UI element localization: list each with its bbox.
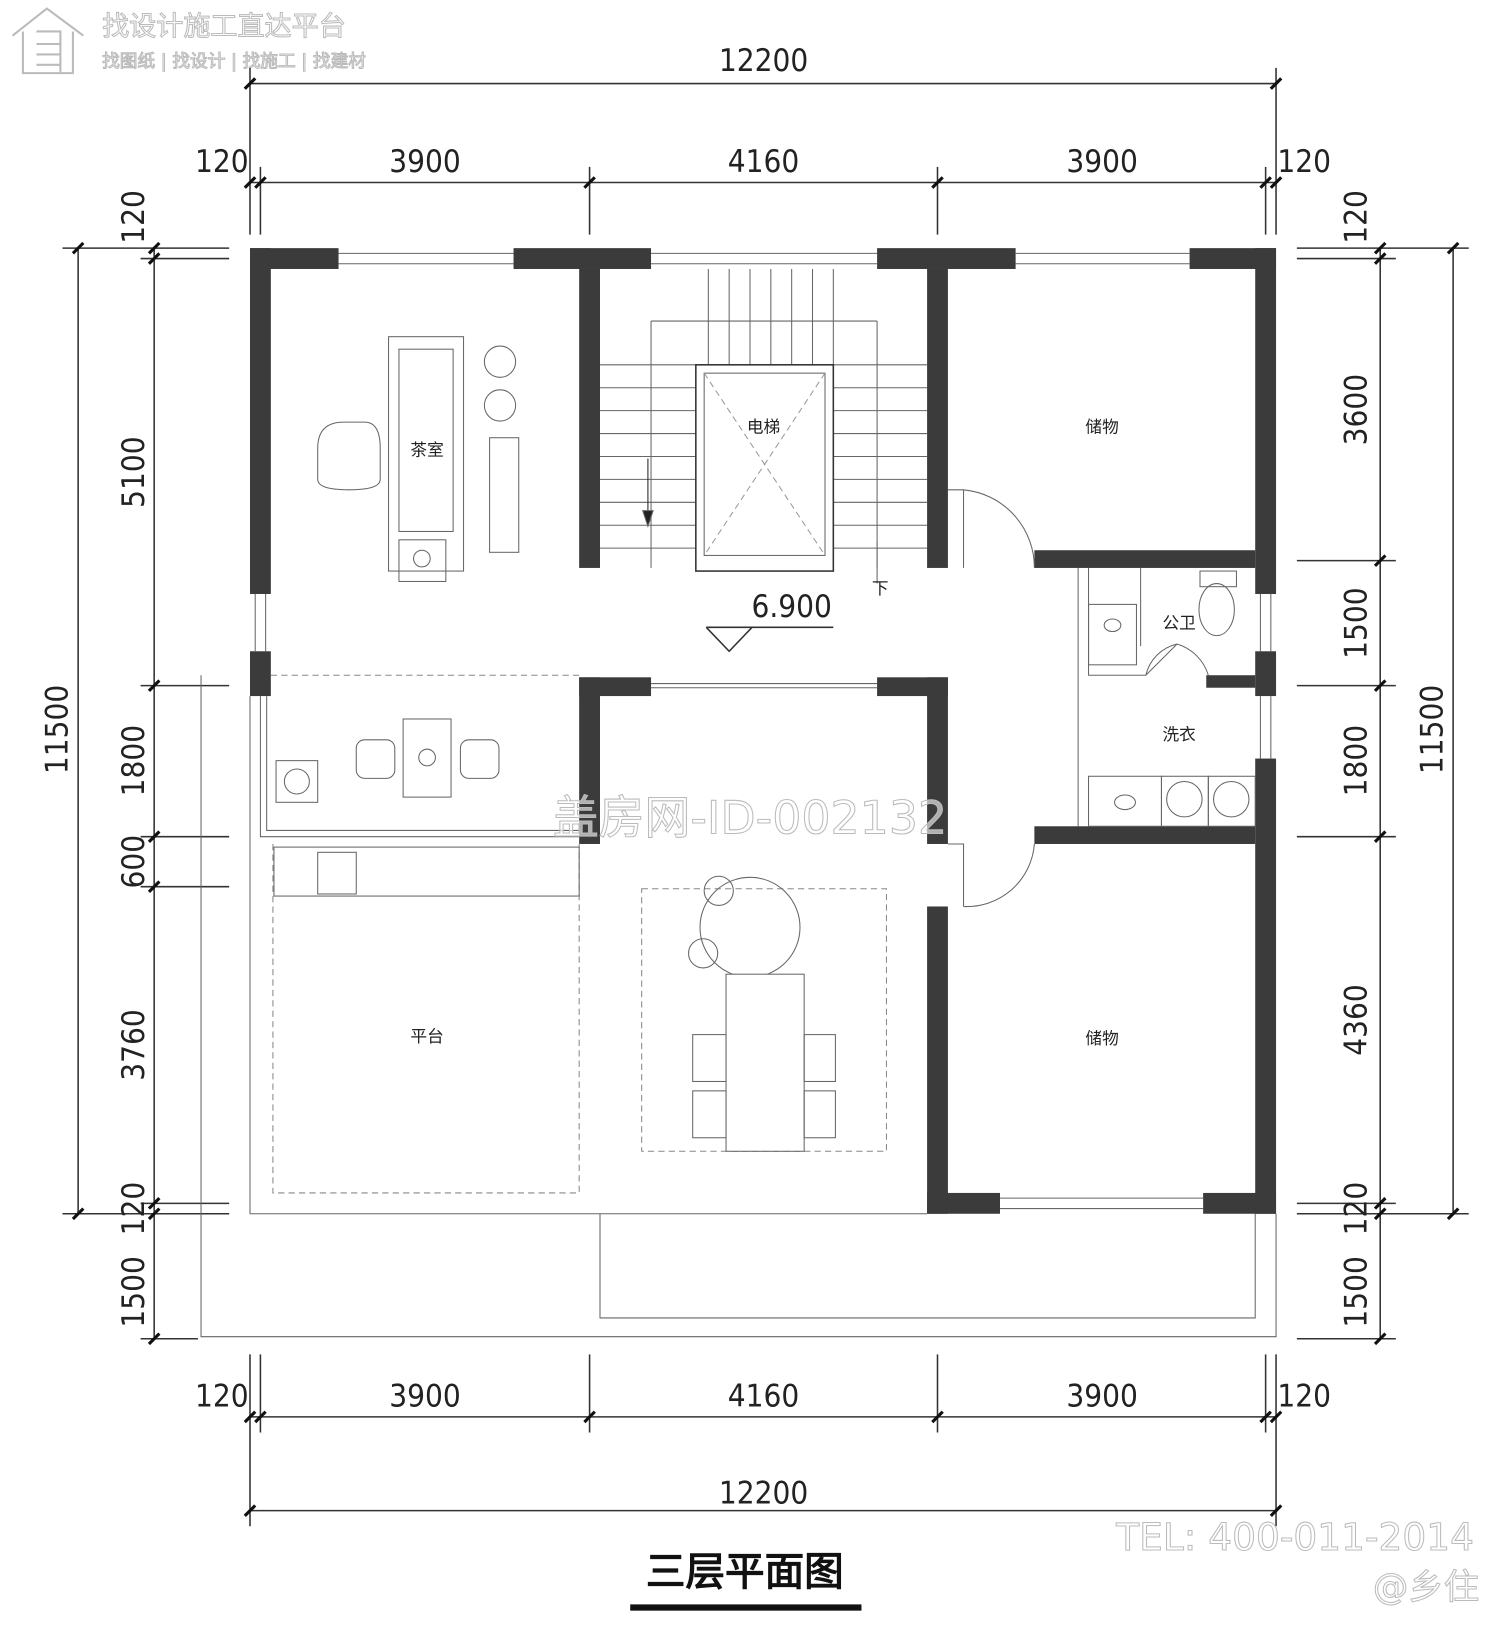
room-label-laundry: 洗衣 (1163, 725, 1197, 744)
drawing-title: 三层平面图 (630, 1550, 862, 1611)
room-label-public-wc: 公卫 (1163, 613, 1196, 632)
dim-top-0: 120 (195, 144, 249, 180)
dim-right-3: 1800 (1339, 725, 1375, 797)
dim-top-3: 3900 (1066, 144, 1137, 180)
room-label-storage-top: 储物 (1085, 418, 1118, 437)
dim-left-total: 11500 (40, 685, 76, 774)
staircase (600, 268, 928, 584)
stair-down-marker: 下 (872, 579, 889, 598)
furniture (273, 336, 1256, 1152)
logo-watermark: 找设计施工直达平台 找图纸 | 找设计 | 找施工 | 找建材 (11, 7, 366, 75)
room-labels: 茶室 电梯 储物 公卫 洗衣 平台 储物 下 (410, 418, 1196, 1048)
dim-top-2: 4160 (728, 144, 800, 180)
dimension-lines (62, 67, 1469, 1527)
dim-top-4: 120 (1277, 144, 1331, 180)
dim-bottom-4: 120 (1277, 1378, 1331, 1414)
dim-left-2: 1800 (116, 725, 152, 797)
dim-right-6: 1500 (1339, 1256, 1375, 1327)
dim-bottom-total: 12200 (719, 1475, 808, 1511)
dim-left-1: 5100 (116, 436, 152, 508)
dim-bottom-3: 3900 (1066, 1378, 1137, 1414)
dim-top-1: 3900 (389, 144, 461, 180)
id-watermark: 盖房网-ID-002132 (553, 791, 947, 845)
dim-right-1: 3600 (1339, 374, 1375, 446)
dim-right-4: 4360 (1339, 984, 1375, 1056)
house-logo-icon (11, 7, 84, 75)
dim-right-5: 120 (1339, 1182, 1375, 1236)
room-label-terrace: 平台 (410, 1027, 443, 1046)
walls (250, 248, 1277, 1214)
logo-subline: 找图纸 | 找设计 | 找施工 | 找建材 (102, 51, 366, 72)
dim-left-3: 600 (116, 835, 152, 889)
doors (947, 489, 1209, 908)
dim-left-0: 120 (116, 190, 152, 244)
room-label-elevator: 电梯 (747, 418, 780, 437)
title-text: 三层平面图 (646, 1550, 844, 1596)
tel-watermark: TEL: 400-011-2014 (1115, 1515, 1474, 1559)
dim-right-2: 1500 (1339, 587, 1375, 659)
dim-right-0: 120 (1339, 190, 1375, 244)
dim-left-6: 1500 (116, 1256, 152, 1327)
logo-slogan: 找设计施工直达平台 (102, 12, 346, 43)
level-mark: 6.900 (705, 589, 834, 653)
elevator (695, 364, 835, 572)
dim-left-4: 3760 (116, 1009, 152, 1080)
dim-right-total: 11500 (1415, 685, 1451, 774)
handle-watermark: @乡住 (1373, 1567, 1479, 1608)
room-label-storage-bottom: 储物 (1085, 1029, 1118, 1048)
slab-outlines (200, 674, 1277, 1338)
level-value: 6.900 (751, 589, 831, 625)
dim-top-total: 12200 (719, 43, 808, 79)
dim-bottom-2: 4160 (728, 1378, 800, 1414)
windows (254, 252, 1272, 1210)
room-label-tea-room: 茶室 (410, 440, 443, 459)
dim-left-5: 120 (116, 1182, 152, 1236)
dimension-labels: 12200 120 3900 4160 3900 120 120 3900 41… (40, 43, 1451, 1511)
dim-bottom-0: 120 (195, 1378, 249, 1414)
dim-bottom-1: 3900 (389, 1378, 461, 1414)
